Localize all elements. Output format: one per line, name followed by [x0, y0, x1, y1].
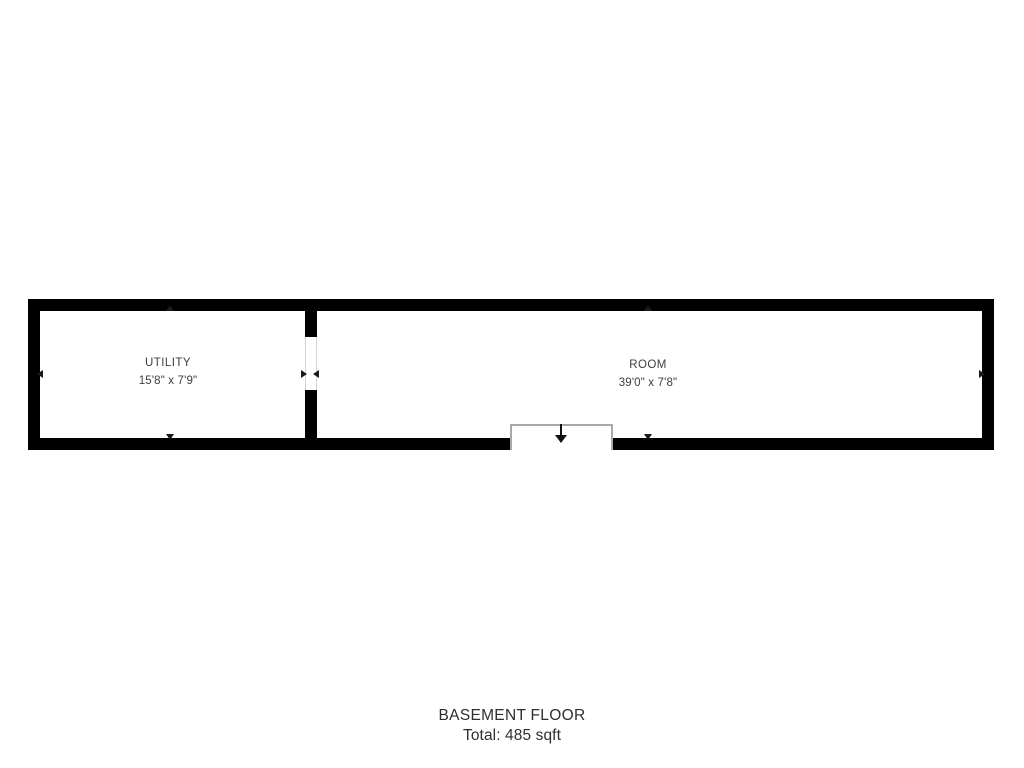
room-name-room: ROOM — [629, 359, 667, 371]
exterior-wall-top — [28, 299, 994, 311]
exterior-wall-right — [982, 299, 994, 450]
dimension-arrow-utility-left-icon — [37, 370, 43, 378]
doorway-opening — [305, 337, 317, 390]
dimension-arrow-utility-top-icon — [166, 305, 174, 311]
room-label-utility: UTILITY 15'8" x 7'9" — [68, 355, 268, 391]
exterior-wall-bottom-left — [28, 438, 510, 450]
stair-down-arrow-icon — [555, 435, 567, 443]
exterior-wall-bottom-right — [612, 438, 994, 450]
interior-partition-wall-upper — [305, 299, 317, 337]
room-name-utility: UTILITY — [145, 357, 191, 369]
dimension-arrow-room-bottom-icon — [644, 434, 652, 440]
floor-plan-title: BASEMENT FLOOR — [438, 707, 586, 724]
dimension-arrow-utility-bottom-icon — [166, 434, 174, 440]
exterior-wall-left — [28, 299, 40, 450]
room-label-room: ROOM 39'0" x 7'8" — [548, 357, 748, 393]
room-dimensions-utility: 15'8" x 7'9" — [138, 374, 198, 387]
dimension-arrow-room-left-icon — [313, 370, 319, 378]
interior-partition-wall-lower — [305, 390, 317, 450]
floor-plan-total-area: Total: 485 sqft — [462, 727, 561, 745]
stair-direction-line — [560, 424, 562, 438]
dimension-arrow-utility-right-icon — [301, 370, 307, 378]
floor-plan-caption: BASEMENT FLOOR Total: 485 sqft — [0, 706, 1024, 746]
room-dimensions-room: 39'0" x 7'8" — [618, 376, 678, 389]
dimension-arrow-room-top-icon — [644, 305, 652, 311]
dimension-arrow-room-right-icon — [979, 370, 985, 378]
